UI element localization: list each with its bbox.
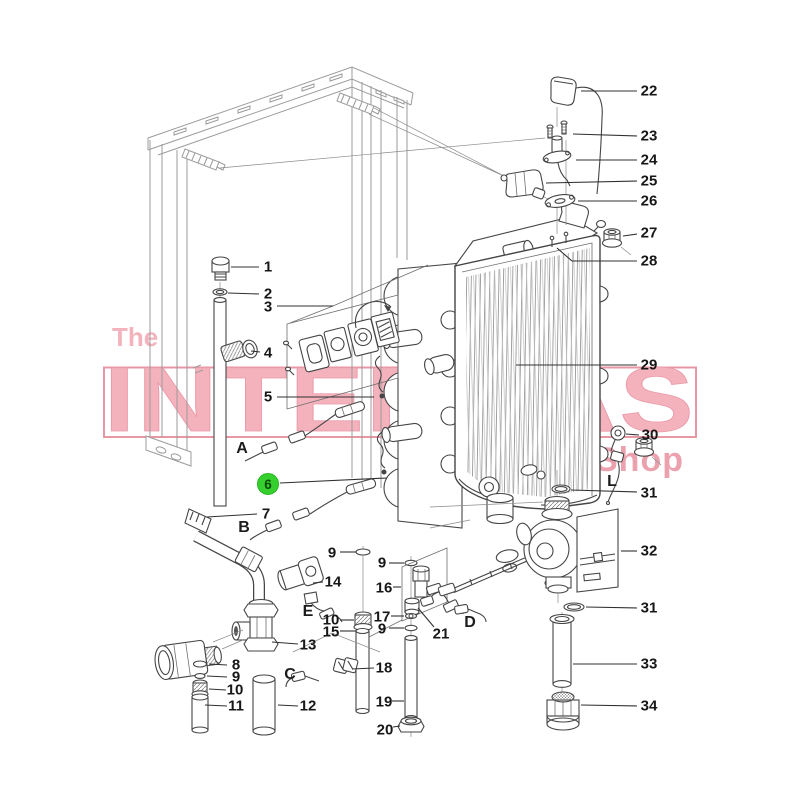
sensor-D <box>454 603 487 623</box>
nut-20 <box>397 716 425 733</box>
exchanger-cast-column <box>397 262 463 529</box>
electrode-boot-25 <box>500 169 546 200</box>
pump-32 <box>420 470 619 607</box>
gasket-26 <box>544 194 576 208</box>
washer-2 <box>212 288 228 296</box>
pipe-19 <box>404 635 418 721</box>
ignition-electrode-5 <box>244 355 385 462</box>
spark-electrode-24 <box>542 135 572 234</box>
service-valve-8 <box>154 629 244 681</box>
pipe-12 <box>252 674 276 736</box>
watermark-the: The <box>112 322 158 352</box>
oring-31a <box>551 484 571 494</box>
fan-scroll <box>354 301 392 329</box>
burner-plate-group <box>282 264 429 410</box>
sensor-C <box>285 670 320 688</box>
hanging-rod-left <box>181 148 226 171</box>
clamp-18 <box>332 657 359 674</box>
insert-10a <box>353 611 373 631</box>
flange-nut-27 <box>593 219 632 256</box>
frame-foot <box>145 435 192 467</box>
outlet-fitting <box>495 549 519 573</box>
heat-exchanger <box>381 201 609 573</box>
pipe-33 <box>549 613 575 692</box>
gas-pipe-7 <box>184 508 265 603</box>
oring-9c <box>404 624 418 632</box>
washer-17 <box>404 612 418 620</box>
flue-ring-4 <box>220 339 258 363</box>
pump-control-box <box>576 508 619 593</box>
sight-glass <box>370 311 400 348</box>
bracket-16 <box>368 547 448 638</box>
bypass-valve-16 <box>412 565 464 615</box>
ignition-electrode-6 <box>249 431 387 541</box>
condensate-cup <box>486 492 514 525</box>
standpipe <box>213 297 227 507</box>
cabinet-frame <box>145 66 549 488</box>
earth-terminal-30 <box>605 425 662 506</box>
tee-fitting-13 <box>221 598 279 652</box>
filter-nut-34 <box>546 691 580 731</box>
valve-tail-stack <box>191 660 209 734</box>
gas-valve-14 <box>277 556 343 623</box>
screws-23 <box>546 120 568 139</box>
cartridge-21 <box>404 597 420 616</box>
fill-plug-1 <box>211 256 230 300</box>
pipe-15 <box>355 627 370 715</box>
leader-lines <box>204 90 640 728</box>
